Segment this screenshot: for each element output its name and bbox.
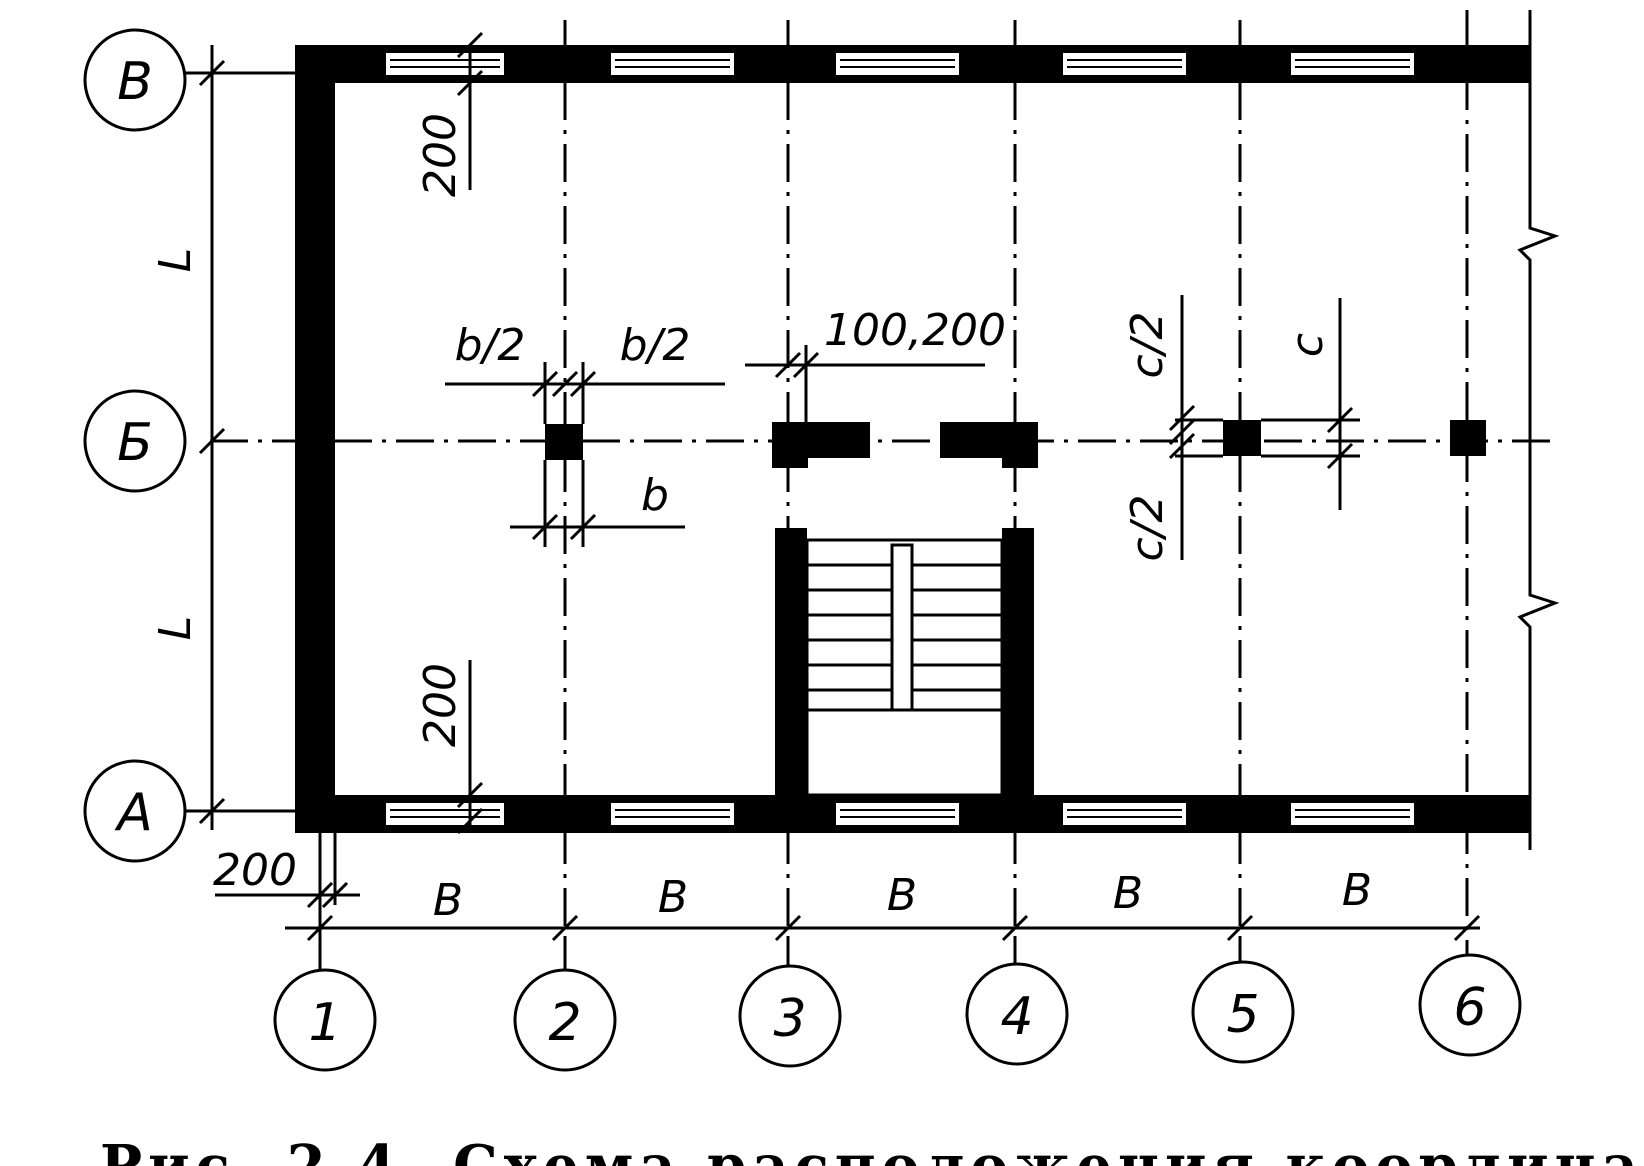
window bbox=[609, 51, 736, 77]
col-label-2: 2 bbox=[548, 993, 581, 1053]
wall-segment-3-down bbox=[772, 422, 808, 468]
windows-top bbox=[384, 51, 1416, 77]
window bbox=[1061, 51, 1188, 77]
dim-label-c: c bbox=[1282, 333, 1333, 357]
col-label-4: 4 bbox=[1000, 987, 1033, 1047]
col-marker-2 bbox=[513, 968, 617, 1072]
dim-c bbox=[1168, 295, 1360, 560]
row-label-a: А bbox=[114, 783, 153, 843]
dim-100-200 bbox=[745, 345, 985, 422]
row-label-v: В bbox=[117, 52, 153, 112]
windows-bottom bbox=[384, 801, 1416, 827]
dim-label-L-top: L bbox=[150, 248, 201, 273]
columns bbox=[545, 420, 1486, 468]
column-6 bbox=[1450, 420, 1486, 456]
figure-caption: Рис. 2.4. Схема расположения координацио… bbox=[100, 1133, 1644, 1166]
dim-bottom-horizontal bbox=[215, 833, 1481, 942]
col-label-6: 6 bbox=[1453, 978, 1486, 1038]
stair-wall-right bbox=[1002, 528, 1034, 798]
window bbox=[1289, 51, 1416, 77]
column-2 bbox=[545, 424, 583, 460]
window bbox=[834, 801, 961, 827]
row-marker-b bbox=[83, 389, 187, 493]
dim-200-bottom bbox=[456, 660, 484, 835]
row-label-b: Б bbox=[117, 413, 153, 473]
col-marker-6 bbox=[1418, 953, 1522, 1057]
dim-label-200-bottom: 200 bbox=[415, 663, 466, 747]
col-marker-3 bbox=[738, 964, 842, 1068]
stair bbox=[805, 538, 1004, 797]
window bbox=[384, 801, 506, 827]
col-label-3: 3 bbox=[773, 989, 806, 1049]
col-marker-4 bbox=[965, 962, 1069, 1066]
column-markers bbox=[273, 940, 1522, 1072]
window bbox=[1061, 801, 1188, 827]
dim-label-b-half-right: b/2 bbox=[620, 320, 691, 371]
stair-wall-left bbox=[775, 528, 807, 798]
column-5 bbox=[1223, 420, 1261, 456]
dim-label-200-top: 200 bbox=[415, 113, 466, 197]
col-label-1: 1 bbox=[308, 993, 341, 1053]
col-marker-1 bbox=[273, 968, 377, 1072]
col-marker-5 bbox=[1191, 960, 1295, 1064]
col-label-5: 5 bbox=[1226, 985, 1259, 1045]
break-line bbox=[1517, 10, 1560, 850]
wall-left bbox=[295, 45, 335, 833]
dim-200-top bbox=[456, 31, 484, 190]
dim-label-B-1: B bbox=[433, 875, 463, 926]
dim-label-200-corner: 200 bbox=[213, 845, 297, 896]
walls bbox=[295, 45, 1530, 833]
window bbox=[834, 51, 961, 77]
dim-label-c-half-bottom: c/2 bbox=[1122, 494, 1173, 561]
dim-label-L-bottom: L bbox=[150, 616, 201, 641]
window bbox=[1289, 801, 1416, 827]
dim-label-b: b bbox=[641, 470, 669, 521]
dim-label-b-half-left: b/2 bbox=[455, 320, 526, 371]
dim-label-B-2: B bbox=[658, 872, 688, 923]
dim-b bbox=[445, 362, 725, 547]
row-marker-a bbox=[83, 759, 187, 863]
dim-label-c-half-top: c/2 bbox=[1122, 311, 1173, 378]
wall-segment-4-down bbox=[1002, 422, 1038, 468]
dim-left-vertical bbox=[198, 45, 226, 830]
axis-lines bbox=[210, 10, 1555, 970]
row-markers bbox=[83, 28, 187, 863]
dim-label-B-4: B bbox=[1113, 868, 1143, 919]
window bbox=[384, 51, 506, 77]
window bbox=[609, 801, 736, 827]
row-marker-v bbox=[83, 28, 187, 132]
dim-label-100-200: 100,200 bbox=[824, 305, 1006, 356]
dim-label-B-3: B bbox=[887, 870, 917, 921]
dim-label-B-5: B bbox=[1342, 865, 1372, 916]
